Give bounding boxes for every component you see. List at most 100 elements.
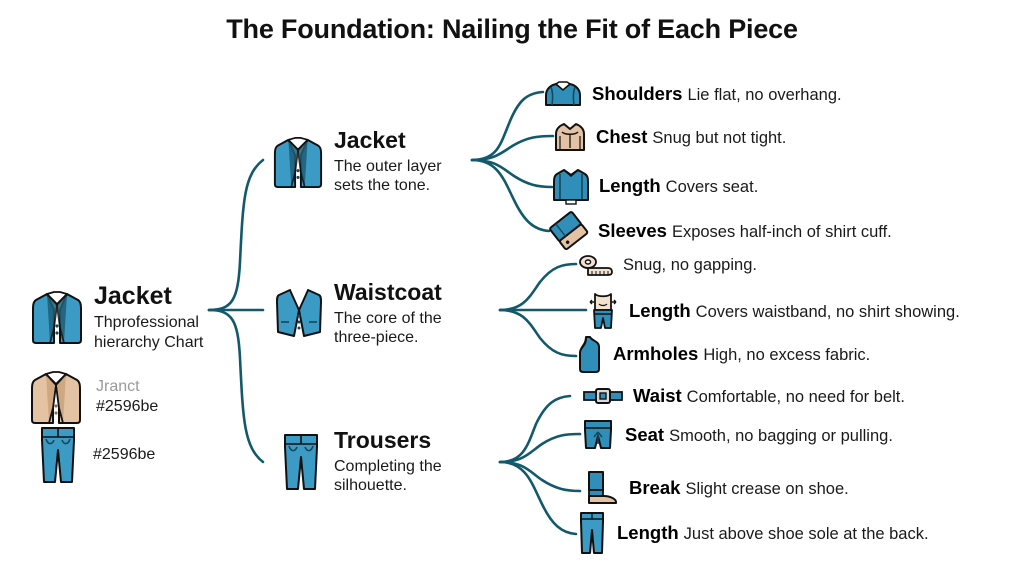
- branch-title-trousers: Trousers: [334, 427, 432, 453]
- branch-subtitle-jacket: The outer layer sets the tone.: [334, 157, 442, 196]
- root-subtitle: Thprofessional hierarchy Chart: [94, 313, 203, 352]
- root-subtitle-line1: Thprofessional: [94, 314, 199, 331]
- legend-item-1[interactable]: #2596be: [35, 424, 155, 486]
- leaf-trousers-break-label: Break: [629, 476, 681, 498]
- edge-jacket-leaf-3: [470, 158, 551, 233]
- leaf-waistcoat-length-label: Length: [629, 299, 691, 321]
- root-node[interactable]: Jacket Thprofessional hierarchy Chart: [30, 282, 203, 352]
- edge-jacket-leaf-0: [470, 90, 545, 162]
- jacket-tan-icon: [28, 368, 84, 426]
- root-node-text: Jacket Thprofessional hierarchy Chart: [94, 282, 203, 352]
- shoulders-icon: [543, 78, 583, 110]
- leaf-trousers-seat-desc: Smooth, no bagging or pulling.: [669, 426, 893, 445]
- branch-subtitle-waistcoat: The core of the three-piece.: [334, 309, 442, 348]
- leaf-jacket-chest-label: Chest: [596, 125, 648, 147]
- leaf-waistcoat-snug-desc: Snug, no gapping.: [623, 256, 757, 275]
- leaf-trousers-waist-desc: Comfortable, no need for belt.: [686, 388, 905, 406]
- leaf-jacket-sleeves-label: Sleeves: [598, 219, 667, 241]
- edge-trousers-leaf-3: [498, 460, 578, 536]
- edge-waistcoat-leaf-2: [498, 308, 578, 358]
- trousers-icon: [278, 431, 324, 493]
- leaf-jacket-shoulders-desc: Lie flat, no overhang.: [687, 85, 842, 104]
- leaf-jacket-length-desc: Covers seat.: [665, 177, 759, 196]
- legend-item-0-value: #2596be: [96, 398, 159, 415]
- leaf-trousers-break-desc: Slight crease on shoe.: [685, 479, 849, 498]
- branch-subtitle-jacket-line2: sets the tone.: [334, 177, 431, 195]
- edge-trousers-leaf-1: [498, 432, 582, 464]
- leaf-jacket-sleeves-desc: Exposes half-inch of shirt cuff.: [671, 222, 892, 241]
- leaf-jacket-length-label: Length: [599, 174, 661, 196]
- branch-title-jacket: Jacket: [334, 127, 406, 153]
- branch-subtitle-trousers-line2: silhouette.: [334, 477, 407, 495]
- branch-title-waistcoat: Waistcoat: [334, 279, 442, 305]
- belt-icon: [582, 385, 624, 407]
- edge-trousers-leaf-2: [498, 460, 582, 493]
- legend-item-1-value: #2596be: [93, 446, 156, 463]
- sleeve-cuff-icon: [549, 211, 589, 251]
- branch-subtitle-waistcoat-line1: The core of the: [334, 309, 442, 327]
- legend-item-0-label: Jranct: [96, 378, 140, 395]
- edge-jacket-leaf-1: [470, 134, 555, 162]
- branch-subtitle-trousers: Completing the silhouette.: [334, 457, 442, 496]
- leaf-trousers-waist-label: Waist: [633, 385, 682, 406]
- leaf-waistcoat-armholes-desc: High, no excess fabric.: [703, 345, 871, 364]
- edge-jacket-leaf-2: [470, 158, 554, 189]
- leaf-trousers-length-desc: Just above shoe sole at the back.: [683, 524, 929, 543]
- jacket-length-icon: [552, 166, 590, 206]
- branch-subtitle-waistcoat-line2: three-piece.: [334, 329, 419, 347]
- leaf-waistcoat-snug[interactable]: Snug, no gapping.: [576, 253, 757, 279]
- branch-node-waistcoat-text: Waistcoat The core of the three-piece.: [334, 279, 442, 348]
- branch-node-waistcoat[interactable]: Waistcoat The core of the three-piece.: [274, 279, 442, 348]
- seat-shorts-icon: [580, 418, 616, 452]
- jacket-blue-icon: [30, 288, 84, 346]
- branch-node-trousers[interactable]: Trousers Completing the silhouette.: [278, 427, 442, 496]
- waistcoat-icon: [274, 286, 324, 342]
- root-title: Jacket: [94, 282, 172, 310]
- legend-item-0-text: Jranct #2596be: [96, 377, 158, 417]
- leaf-waistcoat-snug-text: Snug, no gapping.: [623, 256, 757, 276]
- armhole-icon: [576, 333, 604, 375]
- waist-torso-icon: [586, 290, 620, 332]
- jacket-blue-icon: [272, 133, 324, 191]
- edge-trousers-leaf-0: [498, 394, 572, 464]
- branch-node-trousers-text: Trousers Completing the silhouette.: [334, 427, 442, 496]
- tape-measure-icon: [576, 253, 614, 279]
- legend-item-0[interactable]: Jranct #2596be: [28, 368, 158, 426]
- leaf-waistcoat-armholes-label: Armholes: [613, 342, 699, 364]
- branch-node-jacket[interactable]: Jacket The outer layer sets the tone.: [272, 127, 442, 196]
- shoe-break-icon: [580, 470, 620, 506]
- root-subtitle-line2: hierarchy Chart: [94, 333, 204, 351]
- edge-waistcoat-leaf-0: [498, 262, 578, 312]
- page-title: The Foundation: Nailing the Fit of Each …: [226, 14, 798, 44]
- trousers-icon: [35, 424, 81, 486]
- leaf-jacket-shoulders-label: Shoulders: [592, 82, 683, 104]
- branch-node-jacket-text: Jacket The outer layer sets the tone.: [334, 127, 442, 196]
- leaf-waistcoat-length-desc: Covers waistband, no shirt showing.: [695, 302, 960, 321]
- leaf-trousers-length-label: Length: [617, 521, 679, 543]
- trousers-length-icon: [576, 510, 608, 556]
- legend-item-1-text: #2596be: [93, 445, 155, 465]
- branch-subtitle-trousers-line1: Completing the: [334, 457, 442, 475]
- leaf-jacket-chest-desc: Snug but not tight.: [652, 128, 787, 147]
- chest-icon: [553, 120, 587, 154]
